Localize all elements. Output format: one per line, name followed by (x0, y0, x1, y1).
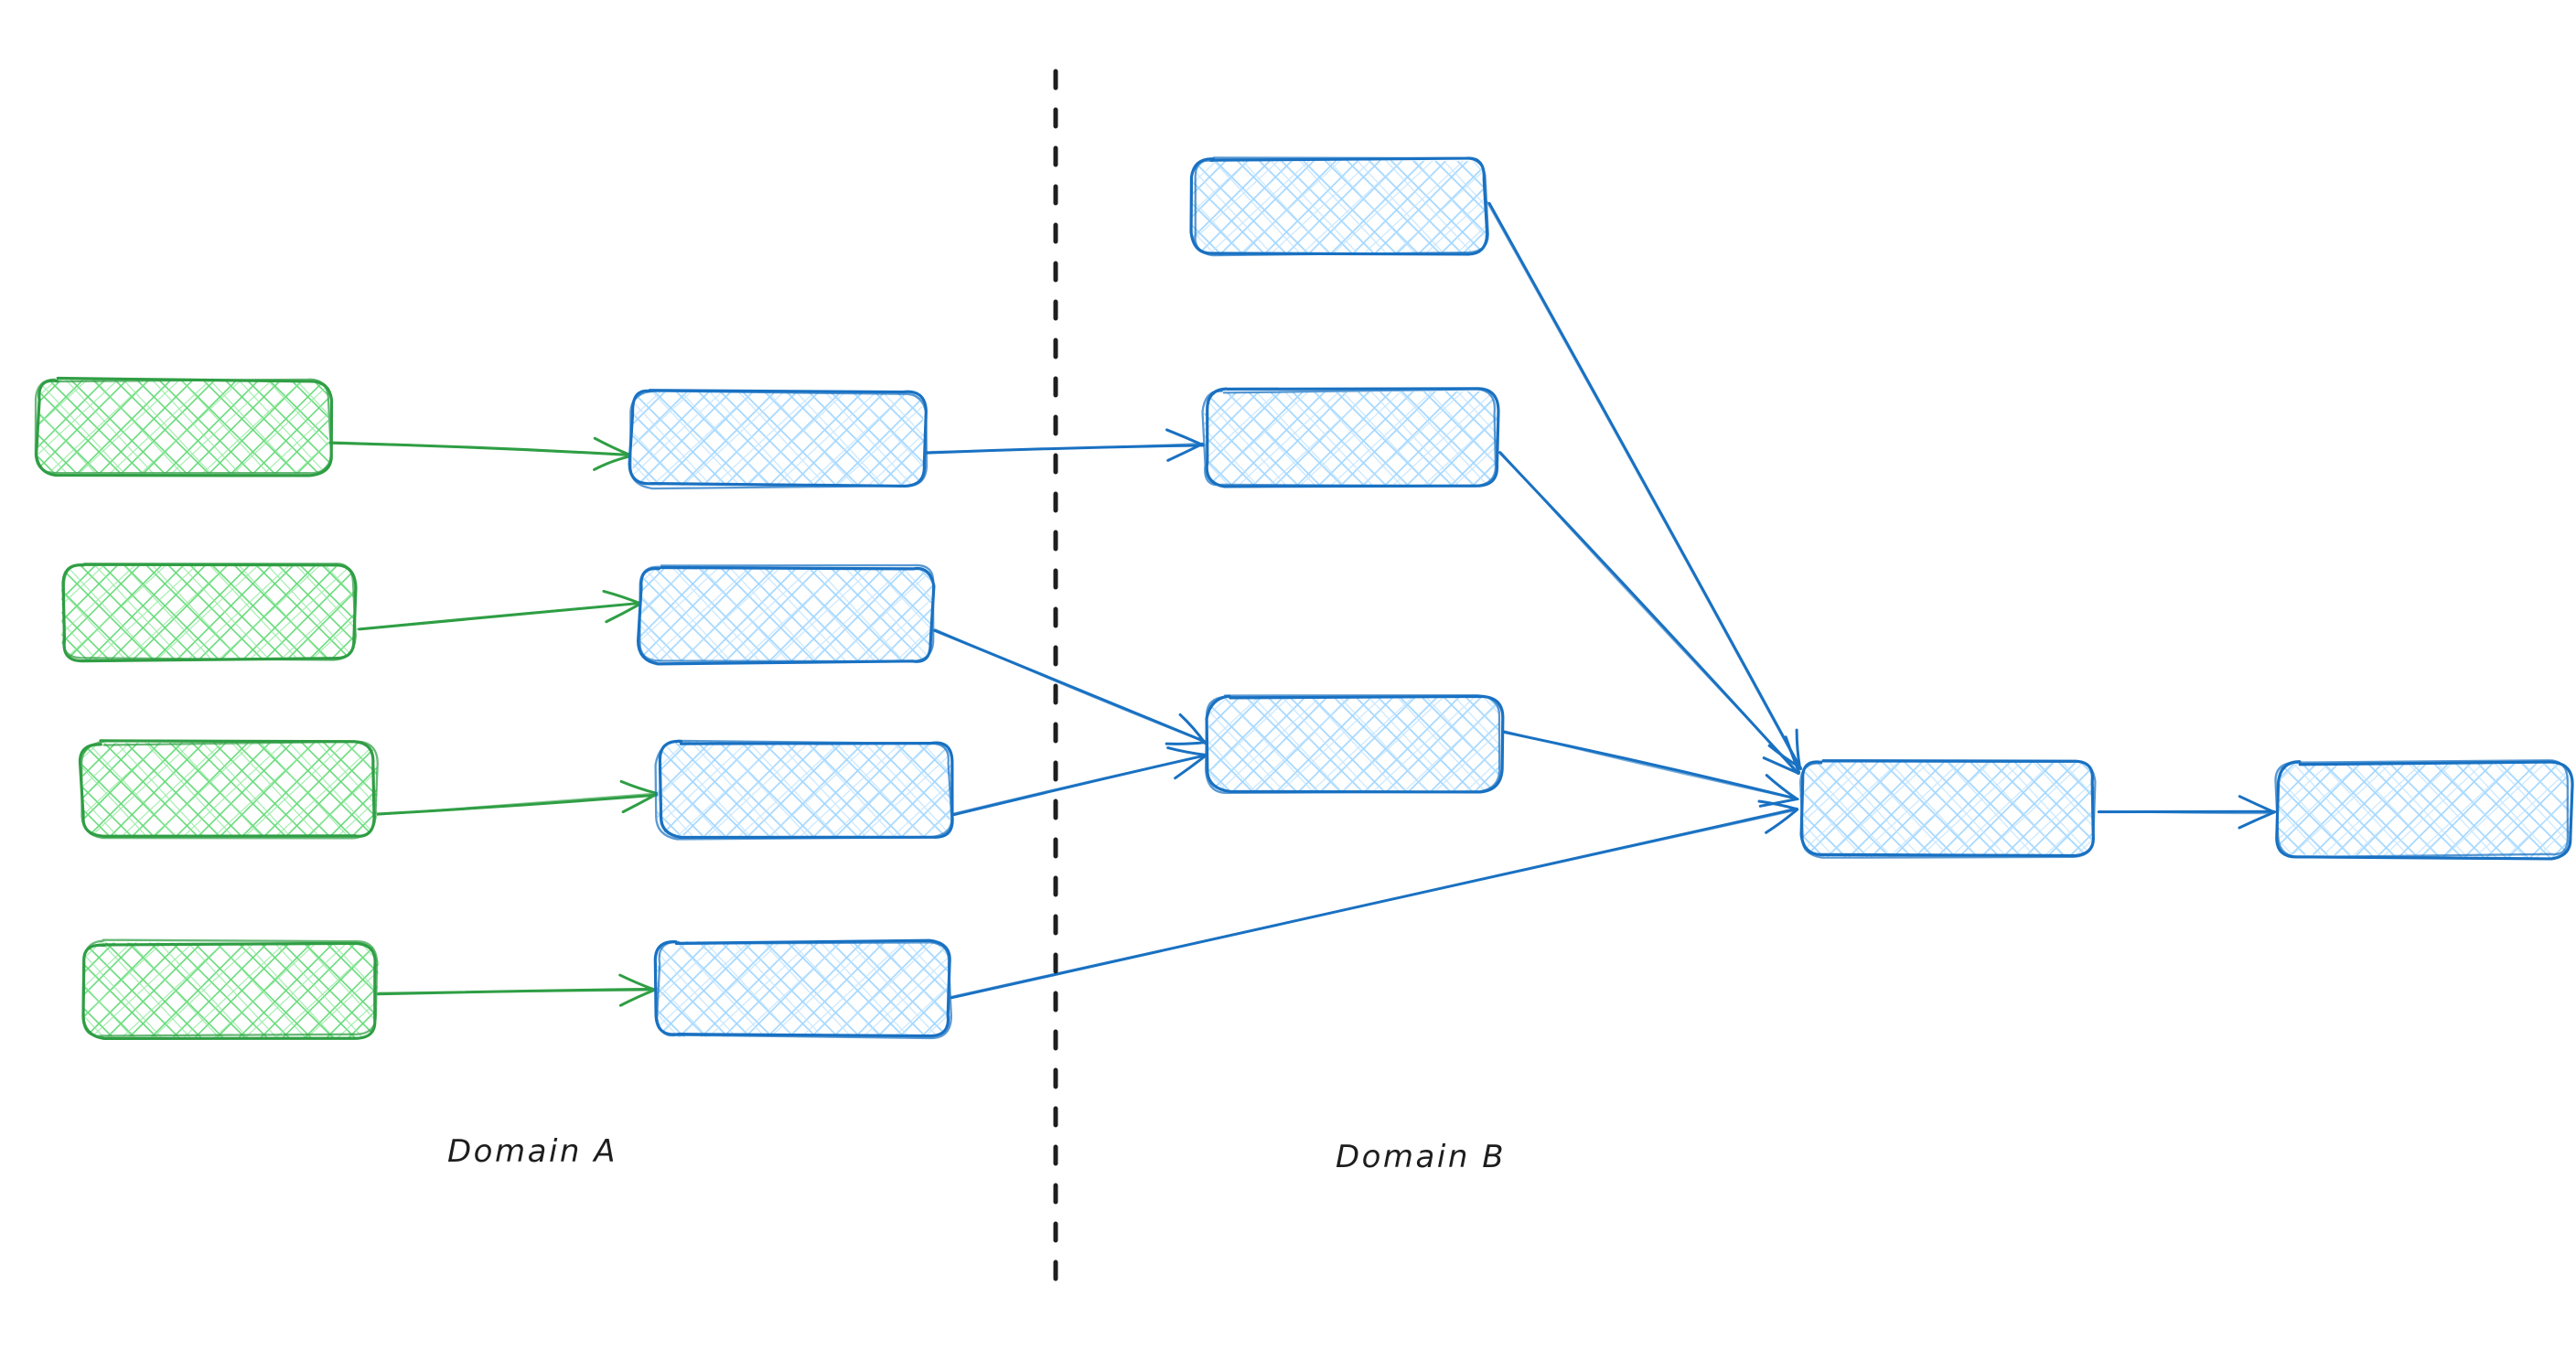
edge-shaft (1499, 451, 1799, 773)
node-a1[interactable] (34, 376, 334, 477)
node-a3[interactable] (78, 739, 379, 840)
node-fill-hatch-overlay (1799, 760, 2095, 857)
node-c3[interactable] (1204, 694, 1505, 795)
edge-arrowhead (593, 455, 632, 471)
node-c2[interactable] (1201, 387, 1500, 488)
edge-arrowhead (593, 436, 631, 456)
edge-b4-d1[interactable] (950, 799, 1799, 1000)
node-outline (629, 390, 928, 490)
node-fill-hatch-overlay (37, 380, 329, 474)
node-outline (81, 938, 379, 1037)
node-outline (654, 739, 953, 841)
edge-arrowhead (1165, 428, 1204, 446)
edge-b3-c3[interactable] (950, 746, 1208, 817)
node-outline (655, 940, 953, 1040)
edge-arrowhead (1174, 754, 1208, 780)
edge-shaft (378, 989, 657, 994)
node-outline (80, 740, 379, 840)
edge-arrowhead (2238, 810, 2277, 830)
edge-shaft (376, 792, 658, 816)
node-d1[interactable] (1799, 759, 2097, 859)
node-fill-hatch-overlay (61, 565, 357, 660)
node-a4[interactable] (81, 938, 379, 1040)
edge-arrowhead (619, 779, 660, 796)
edge-shaft (950, 754, 1208, 815)
edge-arrowhead (1757, 799, 1798, 811)
nodes-layer (34, 156, 2574, 1040)
node-outline (1194, 156, 1489, 257)
edge-b2-c3[interactable] (933, 628, 1208, 745)
edge-arrowhead (2238, 795, 2275, 814)
edge-arrowhead (618, 988, 656, 1007)
edge-b1-c2[interactable] (924, 428, 1205, 462)
edge-a3-b3[interactable] (375, 779, 660, 816)
edge-arrowhead (605, 602, 643, 624)
node-b2[interactable] (636, 563, 936, 666)
node-fill-hatch-overlay (1191, 158, 1487, 256)
edge-c3-d1[interactable] (1501, 730, 1800, 808)
edge-arrowhead (618, 973, 657, 991)
node-fill-hatch-overlay (82, 741, 377, 838)
edge-shaft (357, 602, 642, 630)
edge-arrowhead (1166, 442, 1205, 462)
node-c1[interactable] (1189, 156, 1489, 257)
edge-shaft (1502, 730, 1800, 800)
node-outline (1201, 388, 1497, 488)
edge-arrowhead (1765, 808, 1799, 834)
node-b4[interactable] (653, 938, 953, 1040)
node-fill-hatch-overlay (1206, 696, 1500, 792)
domain-labels: Domain A Domain B (447, 1133, 1506, 1175)
node-outline (1204, 694, 1501, 795)
edge-c2-d1[interactable] (1498, 451, 1801, 776)
node-fill-hatch-overlay (639, 565, 933, 663)
node-b1[interactable] (628, 389, 928, 490)
edge-shaft (1486, 200, 1800, 768)
node-fill-hatch-overlay (1204, 390, 1499, 487)
edge-arrowhead (1784, 735, 1801, 774)
edge-shaft (330, 441, 630, 457)
edge-arrowhead (621, 792, 659, 814)
domain-b-label: Domain B (1336, 1139, 1506, 1175)
edge-a2-b2[interactable] (357, 589, 643, 631)
edge-shaft (2098, 809, 2274, 815)
node-fill-hatch-overlay (631, 391, 926, 487)
node-outline (2274, 759, 2570, 859)
domain-a-label: Domain A (447, 1133, 617, 1170)
node-outline (34, 378, 333, 475)
edge-shaft (950, 809, 1798, 998)
edge-arrowhead (1795, 728, 1802, 770)
node-fill-hatch-overlay (82, 940, 379, 1038)
edge-arrowhead (1762, 756, 1800, 776)
edge-a4-b4[interactable] (376, 973, 658, 1007)
edge-arrowhead (1178, 713, 1207, 745)
node-fill-hatch-overlay (657, 741, 952, 838)
node-e1[interactable] (2274, 759, 2574, 861)
node-outline (78, 739, 376, 838)
edge-arrowhead (1166, 746, 1208, 756)
edge-a1-b1[interactable] (328, 436, 632, 471)
node-outline (2275, 760, 2574, 861)
edge-arrowhead (1765, 774, 1798, 800)
node-outline (639, 563, 935, 663)
edge-arrowhead (1758, 798, 1799, 808)
edge-shaft (924, 442, 1204, 454)
node-outline (1799, 760, 2097, 859)
edges-layer (328, 200, 2277, 1007)
edge-arrowhead (602, 589, 642, 606)
edge-shaft (934, 628, 1207, 744)
edge-d1-e1[interactable] (2097, 795, 2277, 830)
node-fill-hatch-overlay (655, 940, 951, 1037)
edge-arrowhead (1165, 740, 1208, 745)
node-b3[interactable] (654, 739, 954, 841)
node-a2[interactable] (61, 563, 358, 663)
node-outline (35, 376, 334, 477)
node-outline (62, 563, 357, 661)
node-fill-hatch-overlay (2277, 761, 2570, 858)
